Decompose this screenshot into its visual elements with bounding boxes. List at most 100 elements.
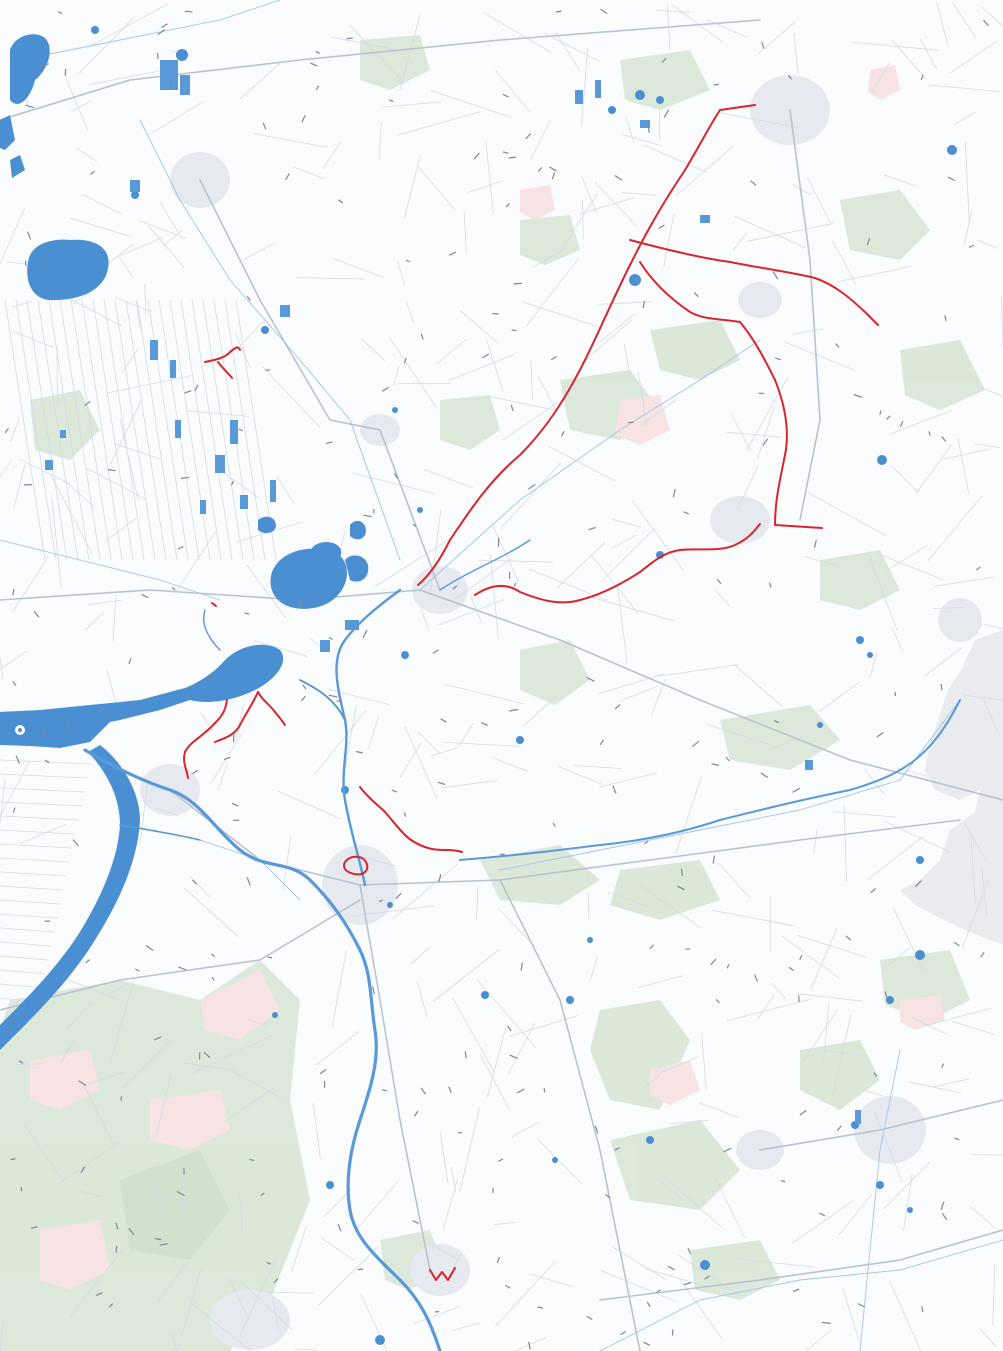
field-line (548, 446, 615, 482)
field-line (352, 472, 436, 495)
polder-line (70, 299, 112, 561)
field-line (413, 1306, 461, 1325)
forest-area (610, 860, 720, 920)
heath-layer (30, 65, 945, 1290)
forest-area (520, 640, 590, 705)
field-line (582, 199, 584, 240)
road-label-tick (301, 114, 306, 123)
road-label-tick (184, 390, 192, 394)
waterway (199, 839, 301, 901)
road-label-tick (480, 722, 488, 726)
road-label-tick (920, 74, 924, 81)
road-label-tick (663, 109, 670, 118)
field-line (726, 998, 812, 1022)
road-label-tick (337, 199, 344, 204)
field-line (581, 48, 589, 126)
field-line (579, 197, 635, 215)
road-label-tick (821, 1321, 831, 1324)
road-label-tick (549, 166, 557, 172)
forest-area (900, 340, 985, 410)
route-nw (204, 346, 241, 379)
road-label-tick (12, 589, 15, 596)
field-line (442, 1178, 458, 1230)
field-line (332, 258, 384, 278)
polder-line (92, 299, 134, 561)
road-label-tick (525, 132, 532, 140)
field-line (234, 332, 251, 369)
heath-area (900, 995, 945, 1030)
lake (10, 155, 25, 178)
field-line (181, 1155, 188, 1213)
road-label-tick (84, 400, 91, 407)
field-line (11, 301, 32, 308)
field-line (0, 650, 28, 670)
field-line (294, 1348, 318, 1351)
road-label-tick (260, 1192, 265, 1197)
road-label-tick (337, 1223, 342, 1232)
field-line (971, 1154, 1003, 1156)
polder-line (180, 299, 222, 561)
field-line (537, 1139, 582, 1184)
major-road (199, 179, 441, 591)
road-label-tick (12, 680, 17, 686)
field-line (227, 1276, 250, 1321)
road-label-tick (605, 1193, 611, 1199)
field-line (418, 166, 456, 211)
road-label-tick (10, 1158, 16, 1161)
field-line (600, 528, 655, 582)
road-label-tick (760, 772, 769, 779)
field-line (670, 3, 723, 43)
road-label-tick (894, 691, 897, 697)
field-line (871, 63, 890, 94)
field-line (923, 1007, 991, 1027)
field-line (949, 40, 998, 74)
lake (27, 239, 109, 301)
pond (856, 636, 864, 644)
road-label-tick (315, 50, 320, 54)
field-line (616, 582, 628, 664)
road-label-tick (153, 1036, 162, 1041)
road-label-tick (504, 1284, 511, 1289)
field-line (962, 694, 1003, 701)
road-label-tick (128, 1227, 135, 1236)
field-line (14, 1063, 44, 1065)
field-line (162, 230, 183, 247)
field-line (487, 1024, 507, 1097)
field-line (120, 236, 164, 256)
heath-area (200, 970, 280, 1040)
road-label-tick (315, 85, 320, 91)
heath-area (868, 65, 900, 100)
field-line (345, 851, 396, 867)
field-line (838, 1193, 873, 1235)
polder-line (0, 955, 49, 961)
road-label-tick (211, 953, 215, 957)
field-line (148, 225, 185, 268)
field-line (110, 400, 141, 465)
field-line (81, 193, 121, 214)
road-label-tick (594, 1125, 599, 1134)
polder-line (26, 299, 68, 561)
road-label-tick (713, 83, 720, 86)
map-marker-icon[interactable] (13, 723, 27, 737)
road-label-tick (614, 1147, 620, 1151)
field-line (712, 910, 794, 927)
field-line (223, 472, 260, 499)
road-label-tick (661, 57, 667, 63)
field-line (715, 1177, 745, 1238)
road-label-tick (628, 421, 634, 424)
river-system (83, 539, 961, 1351)
road-label-tick (953, 941, 960, 947)
road-label-tick (171, 586, 176, 591)
road-label-tick (120, 1096, 123, 1101)
road-label-tick (980, 952, 985, 958)
road-label-tick (954, 1137, 960, 1141)
polder-line (235, 299, 277, 561)
field-line (964, 210, 972, 244)
road-label-tick (798, 995, 800, 1002)
field-line (599, 772, 657, 788)
heath-area (150, 1090, 230, 1150)
field-line (458, 723, 474, 747)
field-line (735, 1258, 815, 1268)
road-label-tick (687, 1247, 692, 1255)
